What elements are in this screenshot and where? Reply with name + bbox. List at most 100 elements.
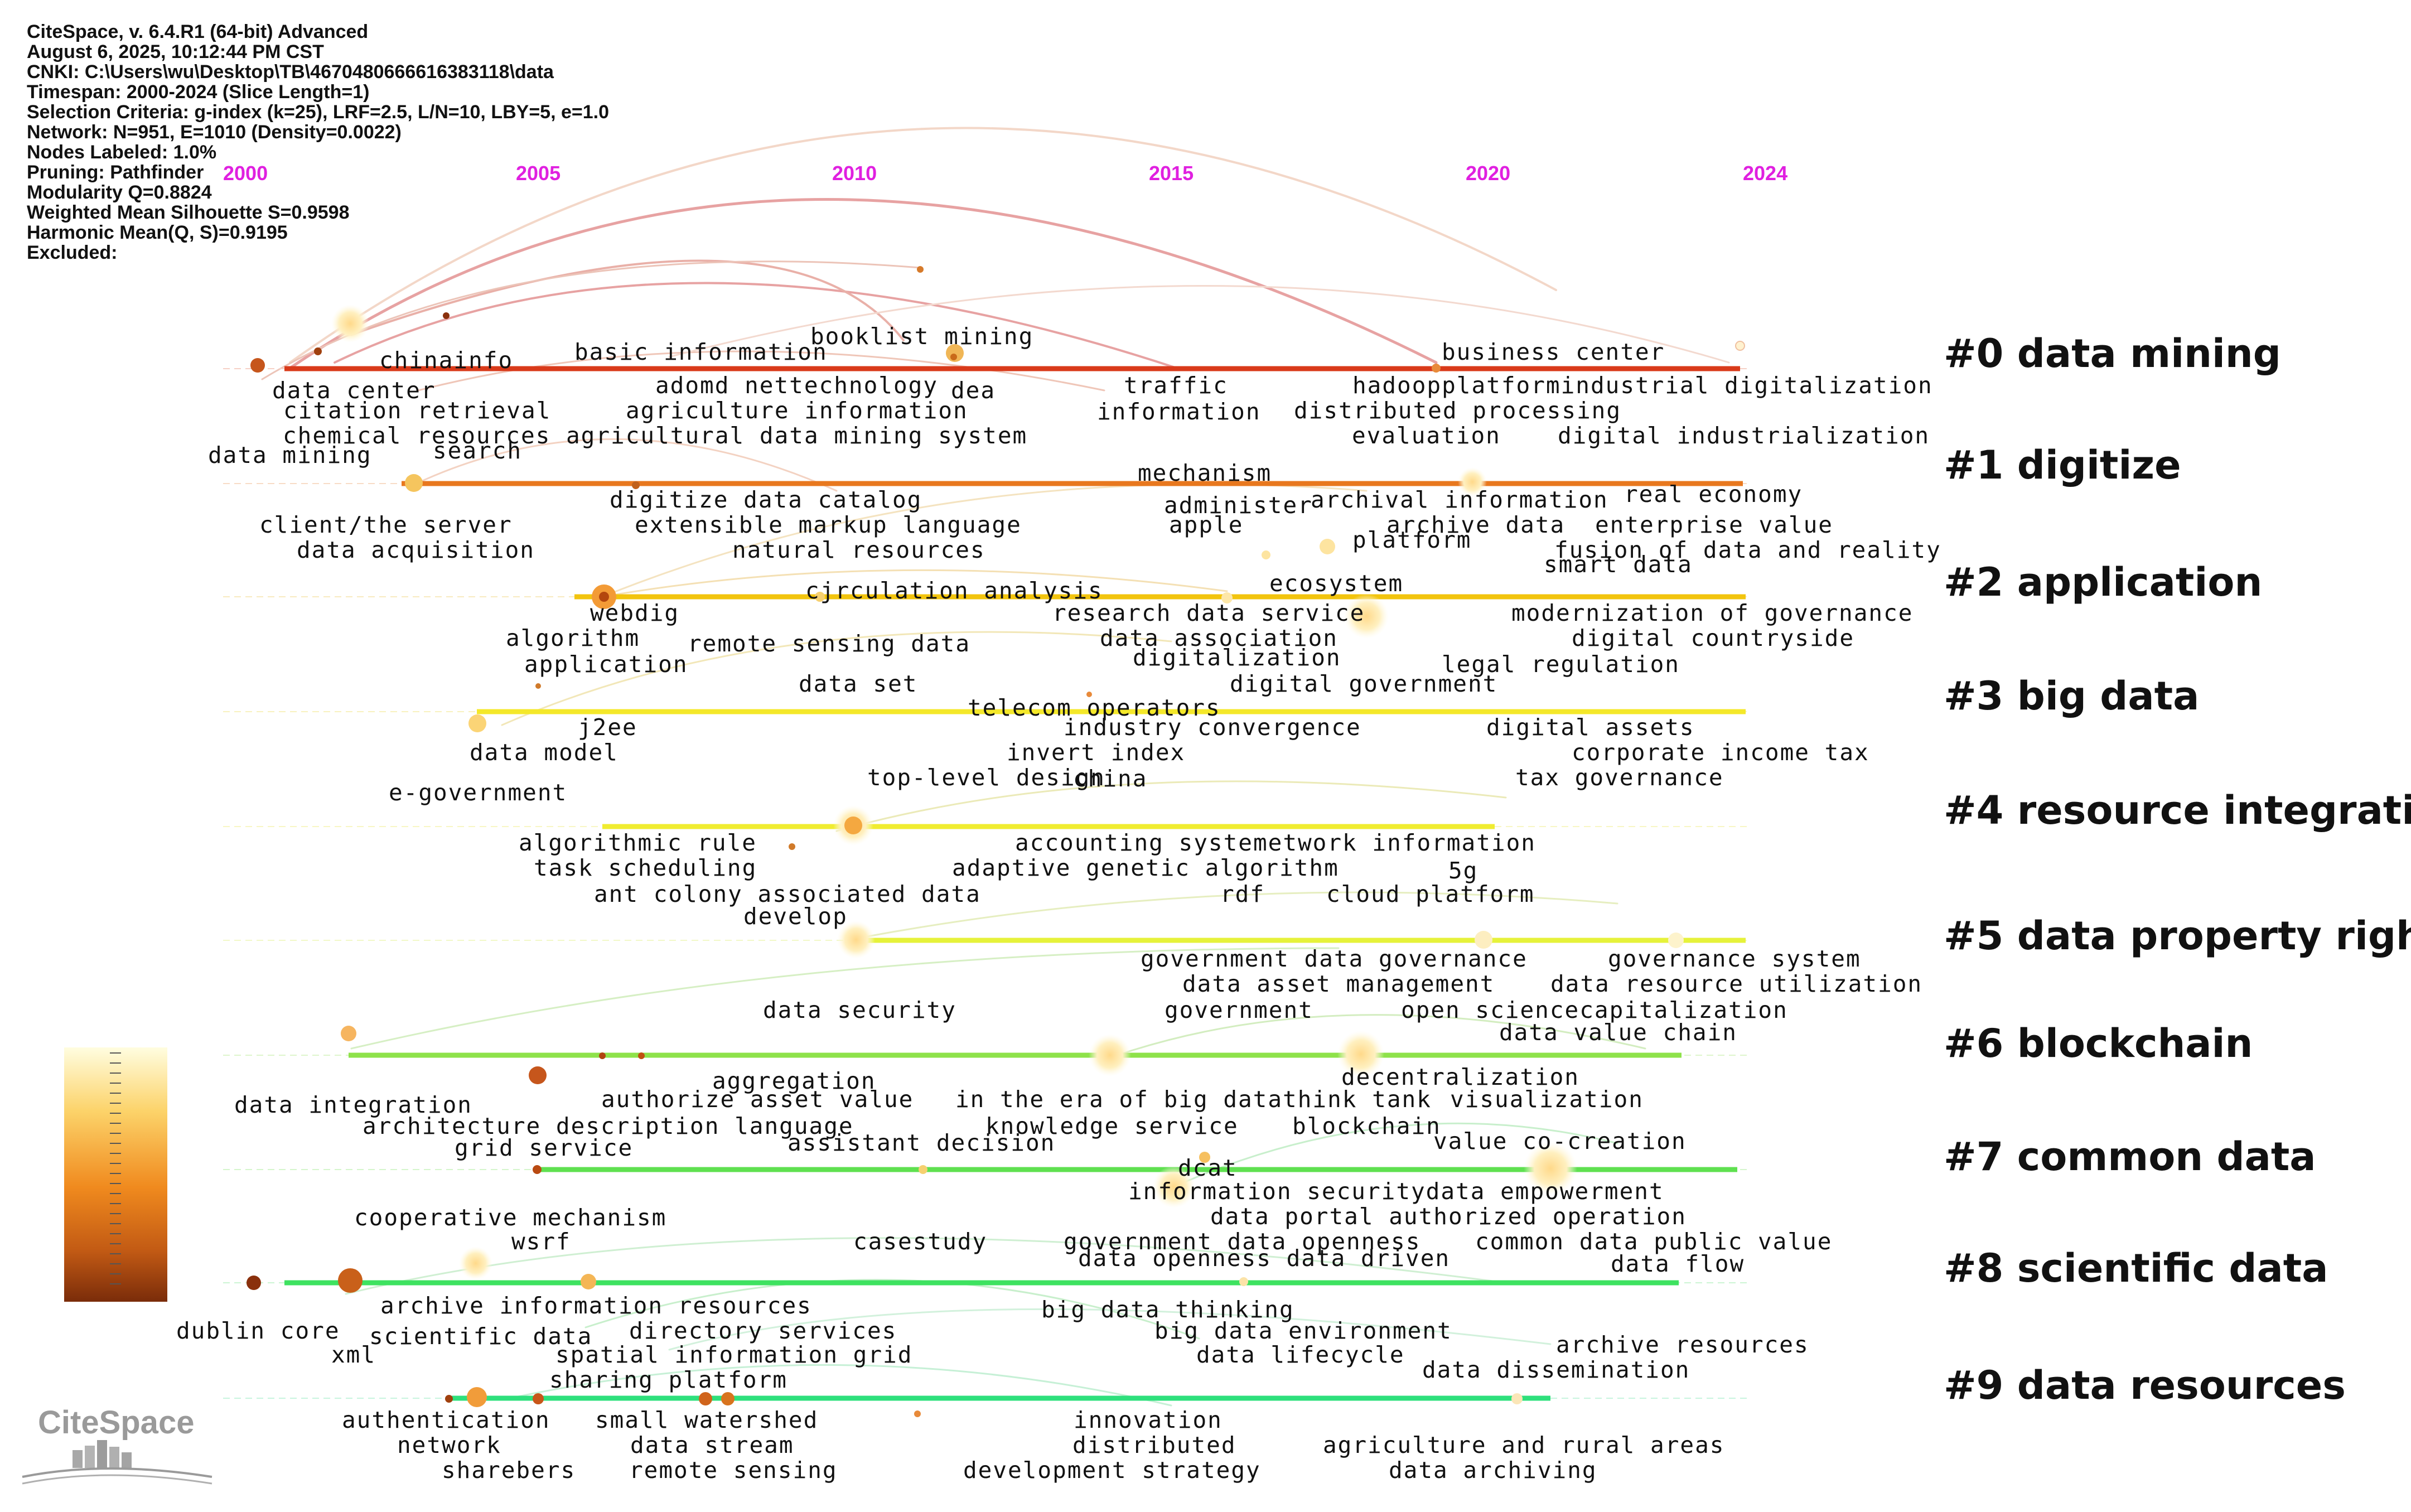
keyword-label: ant colony associated data: [594, 881, 981, 907]
keyword-label: industry convergence: [1064, 714, 1361, 741]
keyword-label: big data thinking: [1041, 1296, 1294, 1323]
keyword-label: architecture description language: [363, 1113, 854, 1139]
keyword-label: data integration: [234, 1091, 472, 1118]
keyword-label: common data public value: [1475, 1228, 1832, 1255]
keyword-label: accounting systemetwork information: [1015, 829, 1536, 856]
cluster-timelines: [223, 366, 1751, 1401]
keyword-label: data asset management: [1182, 970, 1495, 997]
meta-line: Modularity Q=0.8824: [27, 182, 212, 203]
keyword-label: legal regulation: [1442, 651, 1680, 678]
keyword-label: big data environment: [1154, 1317, 1452, 1344]
keyword-label: sharing platform: [549, 1366, 787, 1393]
keyword-label: tax governance: [1515, 764, 1724, 791]
keyword-label: research data service: [1052, 600, 1365, 626]
meta-line: Selection Criteria: g-index (k=25), LRF=…: [27, 102, 609, 123]
keyword-label: client/the server: [259, 511, 513, 538]
keyword-label: innovation: [1074, 1407, 1223, 1433]
keyword-label: government: [1165, 997, 1313, 1023]
keyword-label: modernization of governance: [1511, 600, 1913, 626]
keyword-label: data dissemination: [1422, 1356, 1690, 1383]
keyword-label: aggregation: [712, 1067, 876, 1094]
color-legend: [64, 1047, 167, 1302]
keyword-label: directory services: [629, 1317, 897, 1344]
cluster-label: #1 digitize: [1944, 442, 2181, 488]
year-tick: 2000: [223, 162, 268, 185]
keyword-label: agriculture information: [626, 397, 968, 424]
keyword-label: data model: [470, 739, 619, 766]
keyword-label: assistant decision: [787, 1129, 1055, 1156]
keyword-label: booklist mining: [810, 323, 1033, 350]
year-tick: 2005: [516, 162, 561, 185]
keyword-label: adomd nettechnology: [655, 372, 938, 399]
keyword-label: distributed processing: [1294, 397, 1621, 424]
meta-line: Timespan: 2000-2024 (Slice Length=1): [27, 81, 369, 103]
keyword-label: develop: [743, 903, 848, 930]
keyword-label: remote sensing data: [688, 630, 970, 657]
keyword-label: development strategy: [963, 1457, 1261, 1484]
keyword-label: distributed: [1072, 1432, 1236, 1458]
keyword-label: traffic: [1124, 372, 1228, 399]
keyword-label: agriculture and rural areas: [1323, 1432, 1724, 1458]
keyword-label: digitize data catalog: [610, 486, 922, 513]
keyword-label: spatial information grid: [555, 1341, 912, 1368]
keyword-label: archive resources: [1556, 1331, 1809, 1358]
meta-line: Network: N=951, E=1010 (Density=0.0022): [27, 122, 402, 143]
keyword-label: data association: [1100, 625, 1338, 651]
keyword-label: china: [1073, 765, 1147, 792]
keyword-label: rdf: [1220, 881, 1265, 907]
keyword-label: governance system: [1608, 945, 1861, 972]
cluster-label: #6 blockchain: [1944, 1021, 2253, 1066]
keyword-label: invert index: [1007, 739, 1185, 766]
keyword-label: data mining: [208, 442, 372, 468]
keyword-label: data value chain: [1499, 1019, 1737, 1046]
keyword-label: open sciencecapitalization: [1401, 997, 1788, 1023]
keyword-label: adaptive genetic algorithm: [952, 854, 1339, 881]
keyword-label: application: [524, 651, 688, 678]
keyword-label: data flow: [1611, 1250, 1745, 1277]
keyword-label: xml: [331, 1341, 376, 1368]
metadata-block: CiteSpace, v. 6.4.R1 (64-bit) Advanced A…: [27, 21, 609, 263]
keyword-label: government data openness: [1064, 1228, 1420, 1255]
keyword-label: data archiving: [1389, 1457, 1597, 1484]
keyword-label: j2ee: [578, 714, 637, 741]
keyword-label: knowledge service: [985, 1113, 1239, 1139]
keyword-label: ecosystem: [1269, 570, 1403, 597]
keyword-label: authorize asset value: [601, 1086, 914, 1113]
keyword-label: cooperative mechanism: [354, 1204, 666, 1231]
keyword-label: administer: [1164, 492, 1313, 519]
keyword-label: 5g: [1448, 857, 1478, 884]
keyword-label: real economy: [1624, 481, 1803, 508]
keyword-label: citation retrieval: [283, 397, 551, 424]
year-tick: 2020: [1466, 162, 1510, 185]
keyword-label: smart data: [1544, 551, 1693, 578]
cluster-label: #4 resource integration: [1944, 788, 2411, 833]
cluster-label: #0 data mining: [1944, 331, 2281, 376]
keyword-label: data openness data driven: [1078, 1245, 1450, 1272]
logo-text: CiteSpace: [38, 1404, 194, 1441]
cluster-label: #9 data resources: [1944, 1363, 2346, 1408]
year-tick: 2015: [1149, 162, 1194, 185]
cluster-labels: #0 data mining #1 digitize #2 applicatio…: [1944, 331, 2411, 1408]
keyword-label: search: [433, 437, 522, 464]
keyword-label: dea: [951, 377, 996, 404]
keyword-label: data resource utilization: [1550, 970, 1922, 997]
keyword-label: data portal authorized operation: [1210, 1203, 1687, 1230]
meta-line: Weighted Mean Silhouette S=0.9598: [27, 202, 349, 223]
meta-line: Pruning: Pathfinder: [27, 162, 204, 183]
cluster-label: #7 common data: [1944, 1134, 2316, 1180]
keyword-label: government data governance: [1141, 945, 1528, 972]
keyword-label: cloud platform: [1326, 881, 1535, 907]
keyword-label: business center: [1442, 339, 1665, 365]
keyword-label: chemical resources: [283, 422, 550, 449]
meta-line: CNKI: C:\Users\wu\Desktop\TB\46704806666…: [27, 61, 554, 83]
keyword-label: archive data: [1386, 511, 1565, 538]
keyword-label: telecom operators: [968, 694, 1221, 721]
keyword-label: small watershed: [595, 1407, 818, 1433]
meta-line: Harmonic Mean(Q, S)=0.9195: [27, 222, 288, 243]
cluster-label: #8 scientific data: [1944, 1245, 2328, 1291]
keyword-label: apple: [1169, 511, 1243, 538]
keyword-label: cjrculation analysis: [805, 577, 1103, 604]
keyword-nodes: [247, 266, 1745, 1417]
cluster-label: #2 application: [1944, 559, 2262, 605]
keyword-label: chinainfo: [379, 347, 513, 374]
